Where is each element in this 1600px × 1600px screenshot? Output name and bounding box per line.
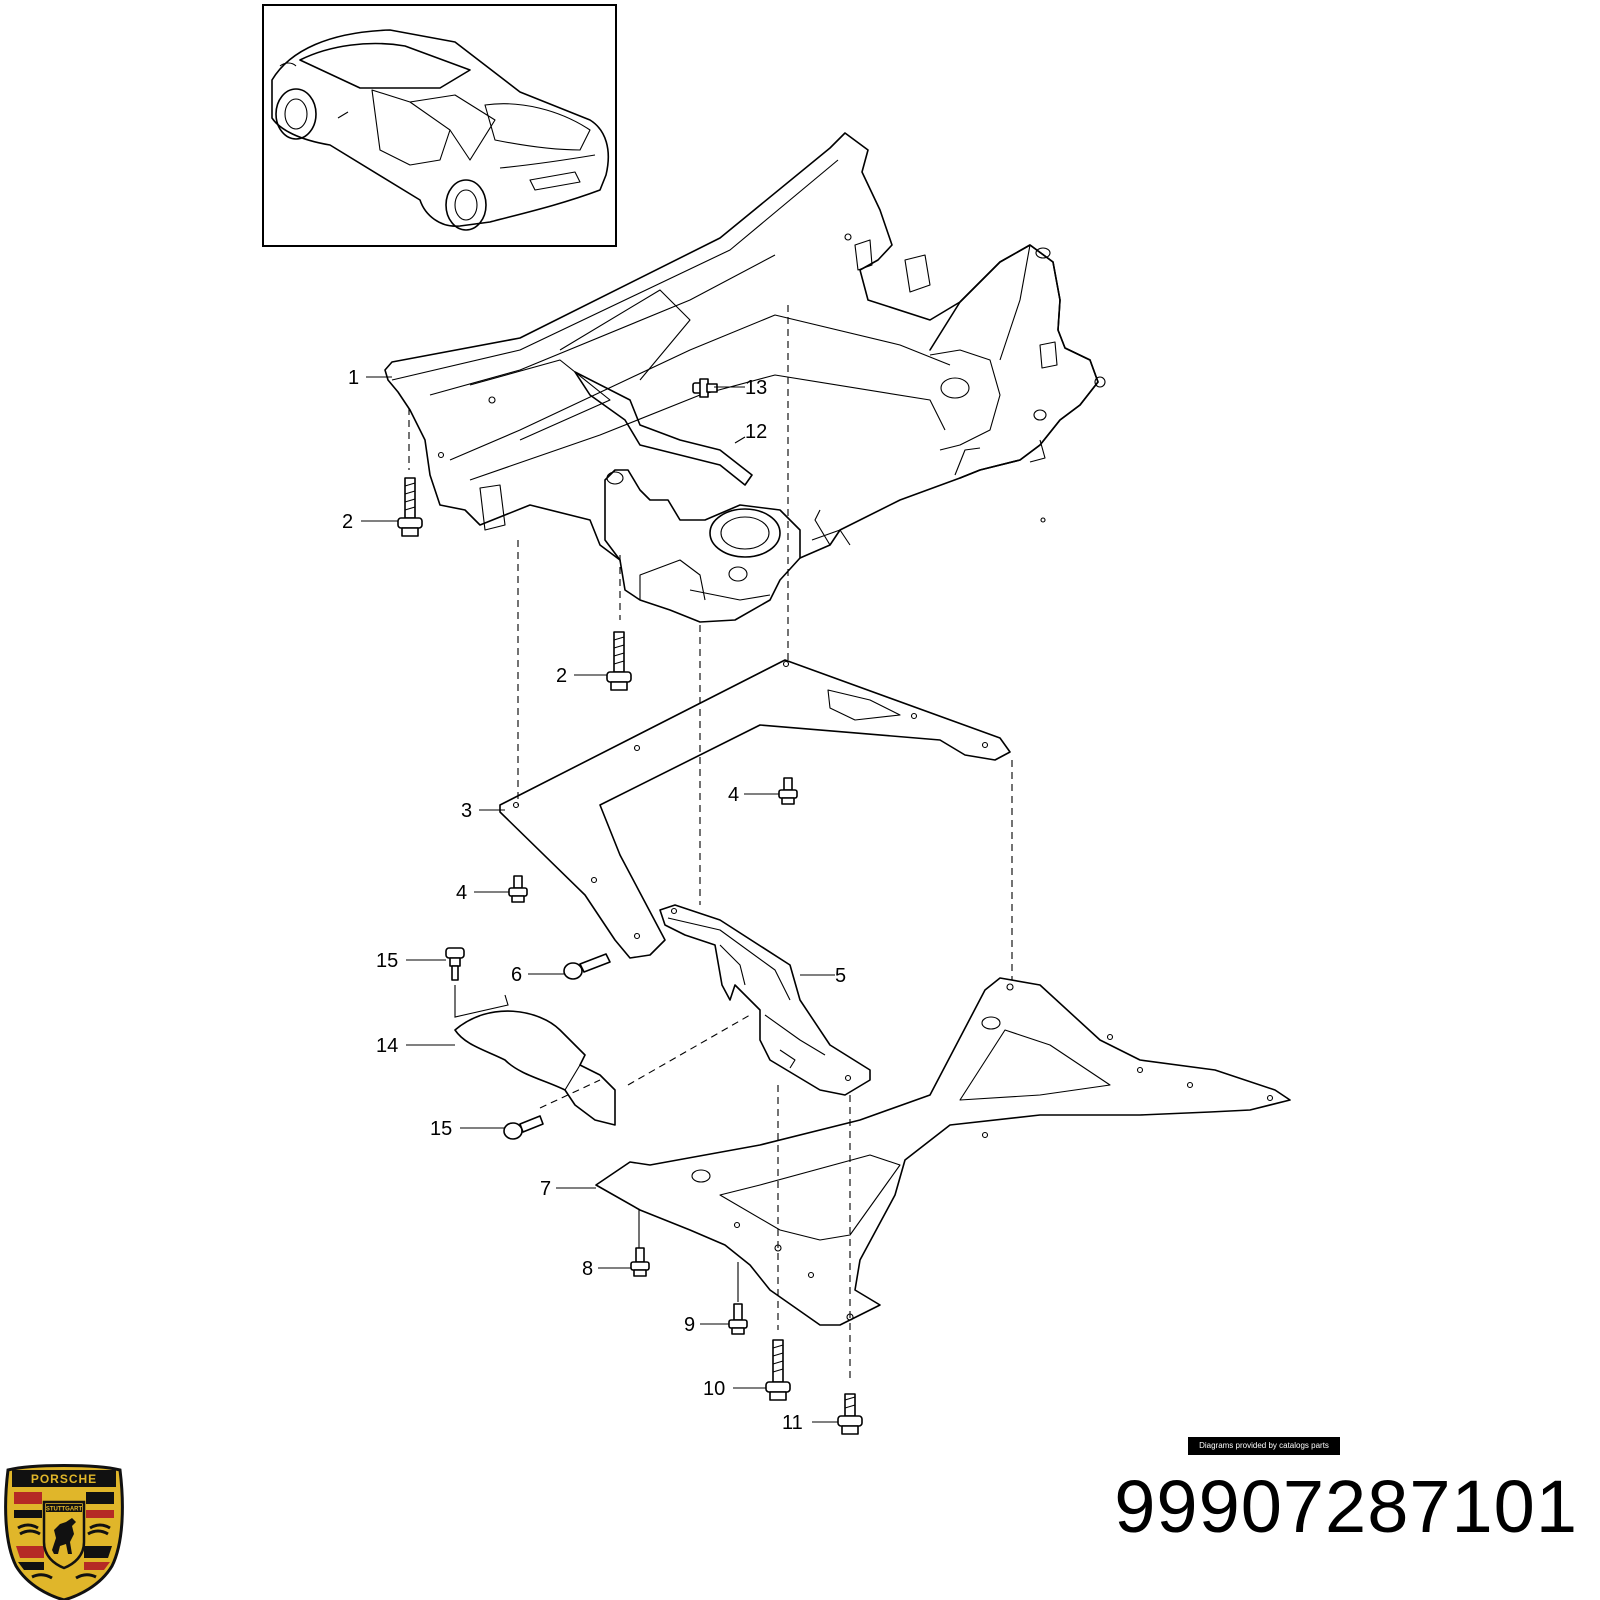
callout-12: 12 (745, 421, 767, 443)
underbody-panel (595, 977, 1291, 1326)
reinforcement-plate (499, 659, 1011, 959)
bolt-icon (508, 875, 528, 903)
bolt-icon (728, 1303, 748, 1335)
bolt-icon (765, 1339, 791, 1401)
front-axle-subframe (384, 132, 1106, 623)
callout-8: 8 (582, 1258, 593, 1280)
diagram-credit: Diagrams provided by catalogs parts (1188, 1437, 1340, 1455)
callout-10: 10 (703, 1378, 725, 1400)
callout-7: 7 (540, 1178, 551, 1200)
bolt-icon (692, 378, 718, 398)
callout-5: 5 (835, 965, 846, 987)
strap-bracket (574, 371, 753, 486)
bolt-icon (837, 1393, 863, 1435)
support-bracket (659, 904, 871, 1096)
callout-1: 1 (348, 367, 359, 389)
heat-shield (454, 1010, 616, 1126)
car-thumbnail-icon (262, 4, 617, 247)
bolt-icon (563, 953, 611, 980)
callout-labels: 1 2 2 3 4 4 5 6 7 8 9 10 11 12 13 14 15 … (342, 367, 846, 1434)
callout-4: 4 (456, 882, 467, 904)
callout-9: 9 (684, 1314, 695, 1336)
bolt-icon (606, 631, 632, 691)
callout-14: 14 (376, 1035, 398, 1057)
leader-lines (361, 376, 838, 1423)
bolt-icon (778, 777, 798, 805)
part-number: 99907287101 (1114, 1465, 1578, 1548)
callout-2: 2 (342, 511, 353, 533)
callout-11: 11 (782, 1412, 803, 1434)
callout-15: 15 (376, 950, 398, 972)
logo-center-text: STUTTGART (46, 1507, 83, 1513)
fasteners (397, 378, 863, 1435)
bolt-icon (397, 477, 423, 537)
callout-15: 15 (430, 1118, 452, 1140)
porsche-crest-icon: PORSCHE STUTTGART (4, 1464, 124, 1600)
callout-2: 2 (556, 665, 567, 687)
callout-3: 3 (461, 800, 472, 822)
callout-4: 4 (728, 784, 739, 806)
bolt-icon (630, 1247, 650, 1277)
logo-top-text: PORSCHE (31, 1472, 97, 1486)
bolt-icon (503, 1115, 544, 1140)
callout-13: 13 (745, 377, 767, 399)
alignment-lines (408, 305, 1013, 1380)
callout-6: 6 (511, 964, 522, 986)
bolt-icon (445, 947, 465, 981)
